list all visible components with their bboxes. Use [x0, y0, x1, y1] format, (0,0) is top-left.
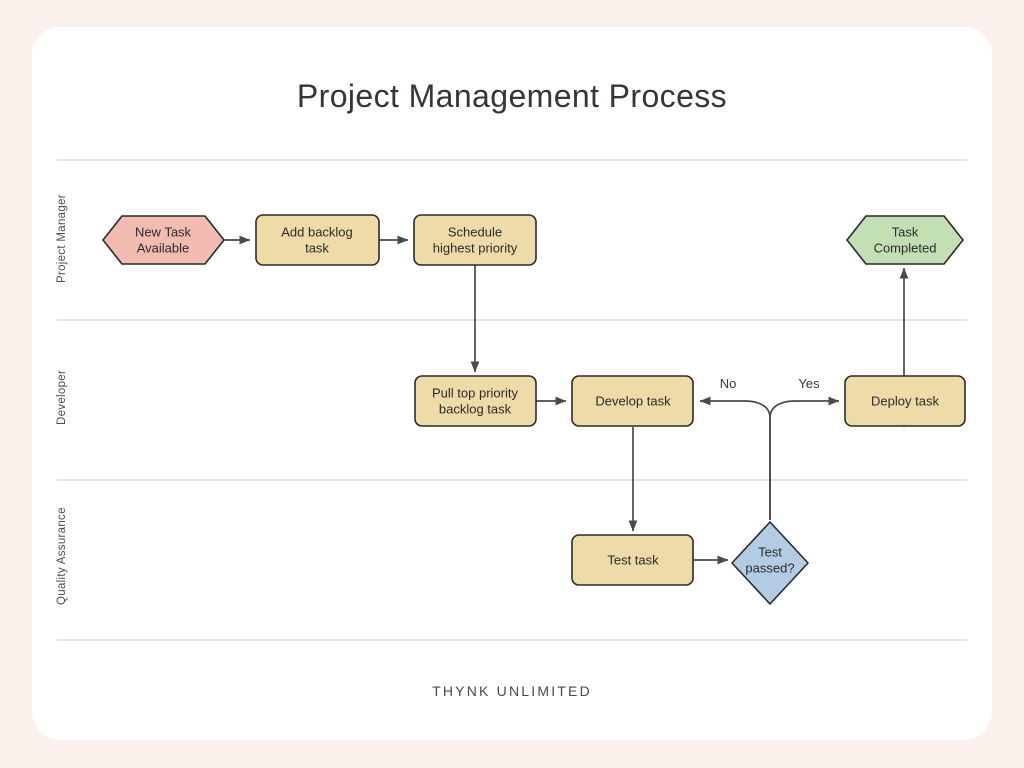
page-title: Project Management Process	[296, 78, 728, 114]
lane-label-quality-assurance: Quality Assurance	[56, 507, 68, 605]
node-test-passed-decision[interactable]: Test passed?	[731, 521, 809, 605]
add-backlog-rect-shape	[255, 214, 380, 266]
edge-test-passed-no-to-develop	[699, 396, 771, 520]
test-passed-label-line1: Test	[758, 544, 782, 559]
footer-brand: THYNK UNLIMITED	[432, 683, 592, 699]
new-task-label-line2: Available	[137, 240, 190, 255]
new-task-hexagon-shape	[102, 215, 225, 265]
node-add-backlog-task[interactable]: Add backlog task	[255, 214, 380, 266]
test-passed-label-line2: passed?	[745, 560, 794, 575]
node-schedule-highest-priority[interactable]: Schedule highest priority	[413, 214, 537, 266]
edge-label-yes: Yes	[798, 376, 820, 391]
edge-label-no: No	[720, 376, 737, 391]
task-completed-hexagon-shape	[846, 215, 964, 265]
node-pull-top-priority-backlog-task[interactable]: Pull top priority backlog task	[414, 375, 537, 427]
schedule-label-line2: highest priority	[433, 240, 518, 255]
node-new-task-available[interactable]: New Task Available	[102, 215, 225, 265]
node-test-task[interactable]: Test task	[571, 534, 694, 586]
pull-top-label-line2: backlog task	[439, 401, 512, 416]
deploy-rect-shape	[844, 375, 966, 427]
node-task-completed[interactable]: Task Completed	[846, 215, 964, 265]
add-backlog-label-line2: task	[305, 240, 329, 255]
add-backlog-label-line1: Add backlog	[281, 224, 353, 239]
test-task-label-line1: Test task	[607, 552, 659, 567]
task-completed-label-line2: Completed	[874, 240, 937, 255]
schedule-label-line1: Schedule	[448, 224, 502, 239]
node-develop-task[interactable]: Develop task	[571, 375, 694, 427]
lane-label-project-manager: Project Manager	[56, 194, 68, 283]
new-task-label-line1: New Task	[135, 224, 192, 239]
node-deploy-task[interactable]: Deploy task	[844, 375, 966, 427]
deploy-label-line1: Deploy task	[871, 393, 939, 408]
task-completed-label-line1: Task	[892, 224, 919, 239]
pull-top-label-line1: Pull top priority	[432, 385, 518, 400]
test-passed-diamond-shape	[731, 521, 809, 605]
lane-label-developer: Developer	[56, 370, 68, 425]
test-task-rect-shape	[571, 534, 694, 586]
pull-top-rect-shape	[414, 375, 537, 427]
edge-test-passed-yes-to-deploy	[769, 396, 840, 520]
develop-rect-shape	[571, 375, 694, 427]
schedule-rect-shape	[413, 214, 537, 266]
develop-label-line1: Develop task	[595, 393, 671, 408]
